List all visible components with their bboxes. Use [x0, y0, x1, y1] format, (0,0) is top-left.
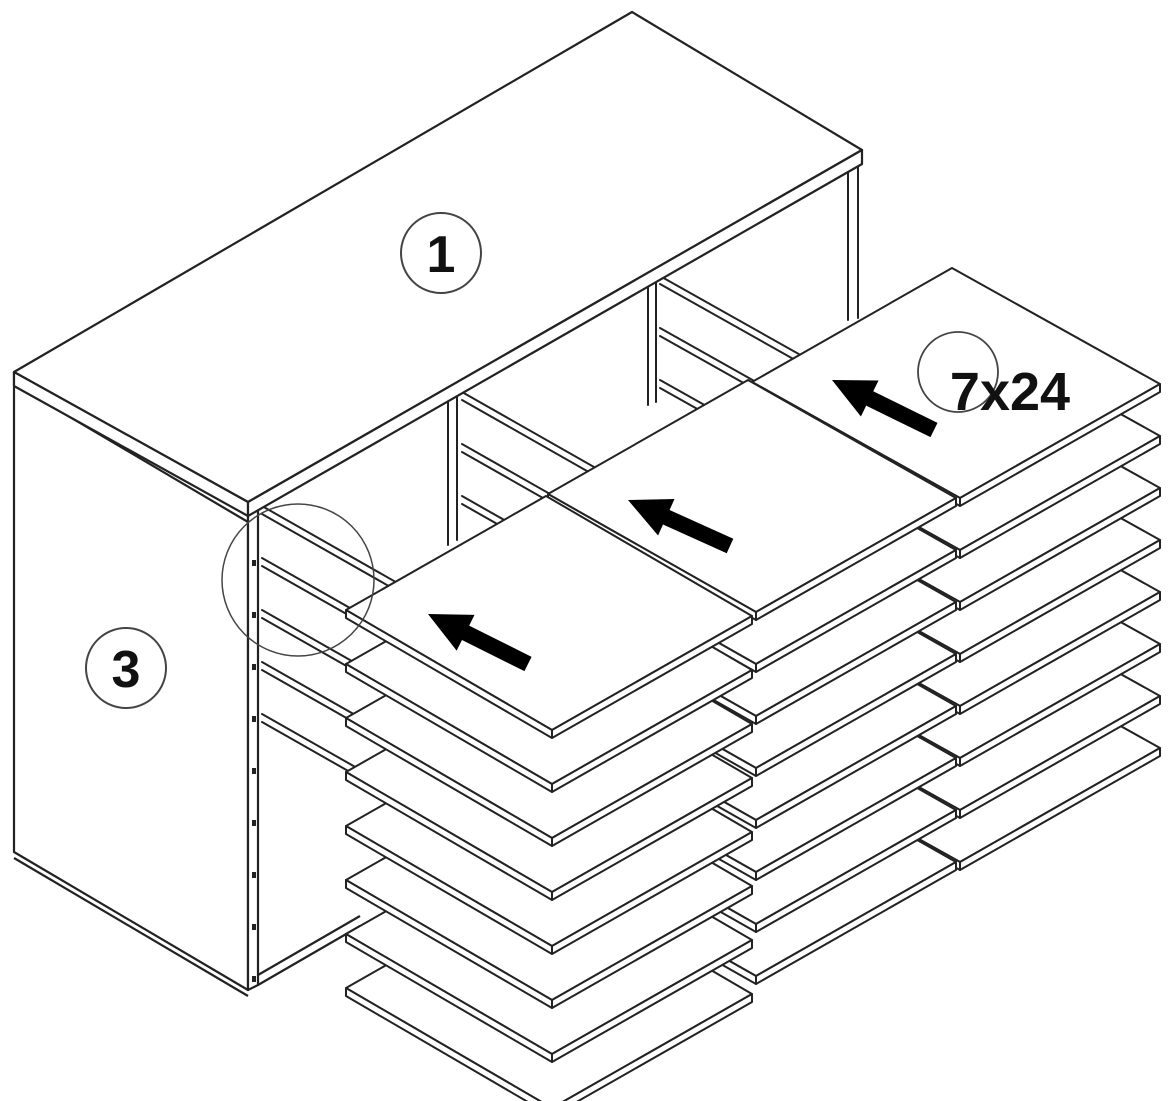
shelf-board — [345, 495, 753, 739]
dowel-mark — [252, 612, 256, 618]
shelf-edge — [345, 933, 553, 1063]
dowel-marks — [252, 560, 256, 982]
shelf-stack — [345, 267, 1161, 1101]
dowel-mark — [252, 976, 256, 982]
callout-top-panel: 1 — [400, 212, 482, 294]
shelf-edge — [345, 771, 553, 901]
shelf-edge — [345, 879, 553, 1009]
dowel-mark — [252, 872, 256, 878]
callout-side-panel: 3 — [85, 627, 167, 709]
shelf-edge — [345, 717, 553, 847]
arrow-icon — [832, 380, 938, 438]
quantity-callout: 7x24 — [917, 331, 1070, 422]
dowel-mark — [252, 768, 256, 774]
shelf-edge — [345, 609, 553, 739]
detail-circle — [221, 503, 375, 657]
shelf-edge — [345, 987, 542, 1101]
dowel-mark — [252, 820, 256, 826]
dowel-mark — [252, 924, 256, 930]
callout-circle — [917, 331, 999, 413]
dowel-mark — [252, 560, 256, 566]
callout-circle — [400, 212, 482, 294]
dowel-mark — [252, 716, 256, 722]
arrow-icon — [628, 499, 734, 554]
callout-number: 1 — [427, 226, 456, 284]
callout-circle — [85, 627, 167, 709]
shelf-edge — [562, 993, 753, 1101]
quantity-label: 7x24 — [950, 362, 1070, 422]
insertion-arrows — [428, 380, 938, 672]
shelf-edge — [345, 825, 553, 955]
callout-number: 3 — [112, 641, 141, 699]
shelf-edge — [345, 663, 553, 793]
dowel-mark — [252, 664, 256, 670]
arrow-icon — [428, 614, 532, 672]
